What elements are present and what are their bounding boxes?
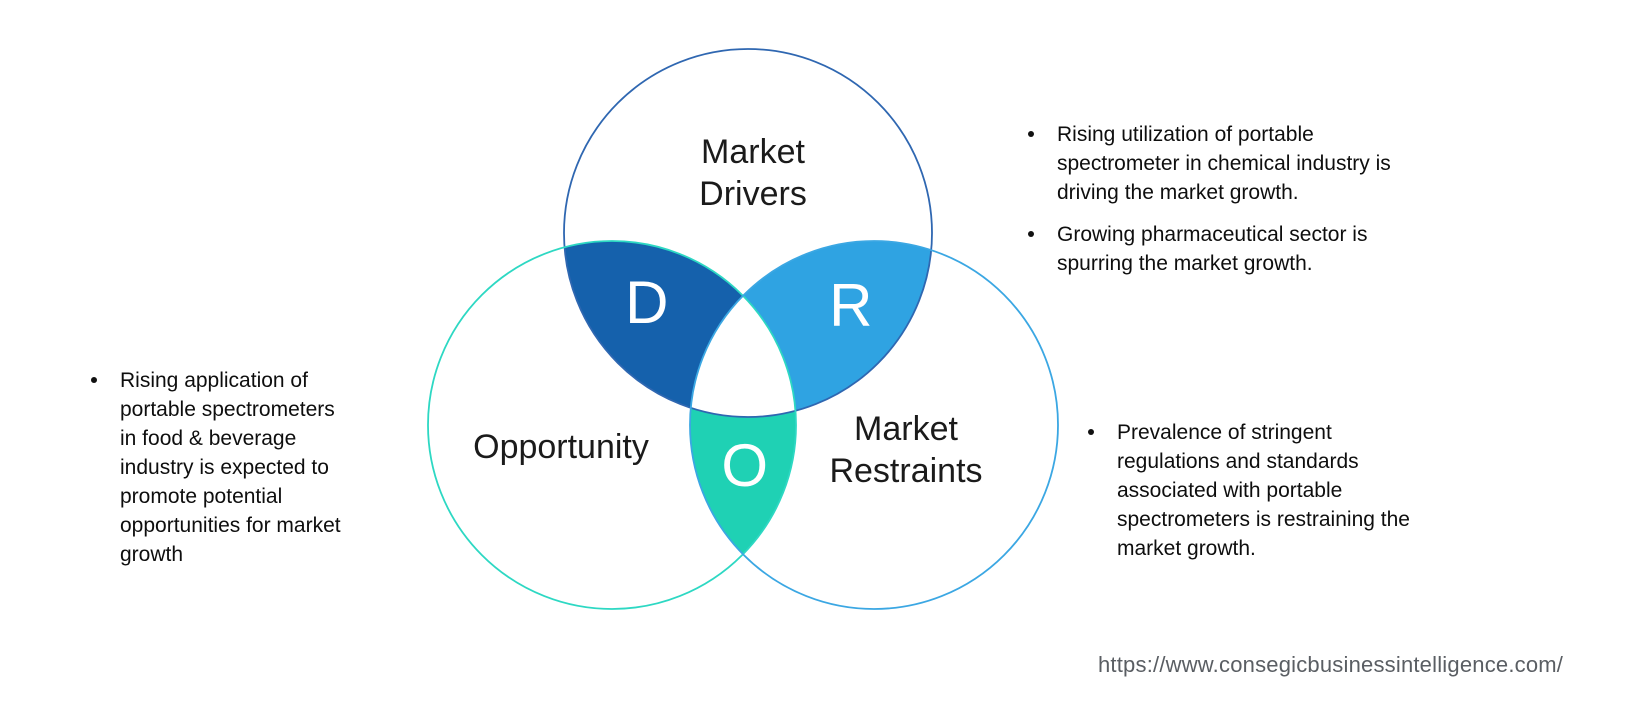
note-text: Rising utilization of portable spectrome…: [1057, 123, 1391, 204]
bullet-dot-icon: [1088, 429, 1094, 435]
label-market-drivers: Market Drivers: [699, 133, 807, 213]
letter-o: O: [721, 432, 769, 499]
note-item: Prevalence of stringent regulations and …: [1088, 418, 1410, 563]
region-drivers-restraints: [690, 241, 932, 417]
note-block-drivers: Rising utilization of portable spectrome…: [1028, 120, 1391, 278]
bullet-dot-icon: [1028, 231, 1034, 237]
note-text: Rising application of portable spectrome…: [120, 369, 341, 566]
label-opportunity: Opportunity: [473, 428, 649, 466]
source-url: https://www.consegicbusinessintelligence…: [1098, 652, 1564, 677]
circle-market-drivers: [563, 48, 933, 418]
region-drivers-opportunity: [564, 241, 796, 417]
bullet-dot-icon: [91, 377, 97, 383]
label-market-restraints: Market Restraints: [829, 410, 983, 490]
note-text: Growing pharmaceutical sector is spurrin…: [1057, 223, 1368, 275]
note-block-opportunity: Rising application of portable spectrome…: [91, 366, 341, 569]
note-item: Rising utilization of portable spectrome…: [1028, 120, 1391, 207]
note-item: Growing pharmaceutical sector is spurrin…: [1028, 220, 1391, 278]
circle-market-restraints: [689, 240, 1059, 610]
bullet-dot-icon: [1028, 131, 1034, 137]
note-item: Rising application of portable spectrome…: [91, 366, 341, 569]
letter-d: D: [625, 269, 669, 336]
circle-opportunity: [427, 240, 797, 610]
note-block-restraints: Prevalence of stringent regulations and …: [1088, 418, 1410, 563]
letter-r: R: [829, 272, 873, 339]
note-text: Prevalence of stringent regulations and …: [1117, 421, 1410, 560]
